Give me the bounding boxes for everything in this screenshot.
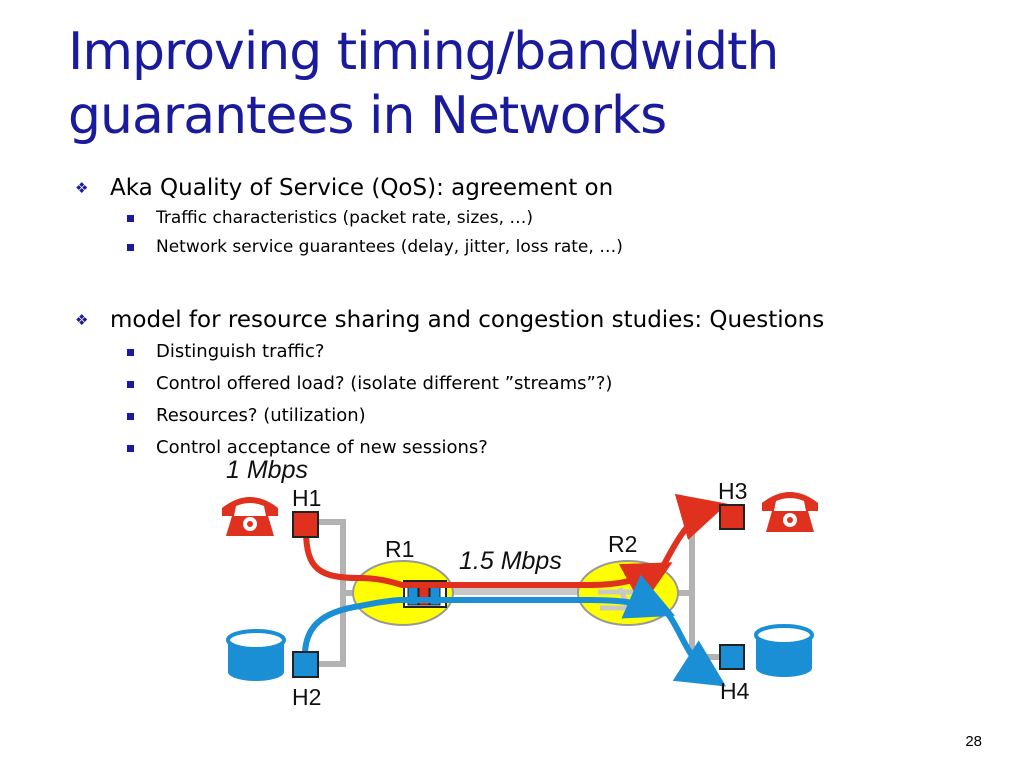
host-h2-label: H2	[292, 684, 321, 710]
subbullet: Network service guarantees (delay, jitte…	[72, 233, 972, 262]
square-bullet-icon	[127, 215, 134, 222]
title-line-2: guarantees in Networks	[68, 86, 667, 146]
access-wire-left	[318, 519, 346, 667]
square-bullet-icon	[127, 381, 134, 388]
router-r1-label: R1	[385, 536, 414, 562]
square-bullet-icon	[127, 445, 134, 452]
host-h1	[292, 511, 319, 538]
subbullet-text: Control acceptance of new sessions?	[156, 437, 488, 458]
bullet-list: ❖ Aka Quality of Service (QoS): agreemen…	[72, 172, 972, 464]
diamond-bullet-icon: ❖	[75, 311, 89, 329]
title-line-1: Improving timing/bandwidth	[68, 22, 779, 82]
subbullet-text: Network service guarantees (delay, jitte…	[156, 237, 623, 257]
red-flow-to-h3	[659, 493, 728, 570]
bullet-model: ❖ model for resource sharing and congest…	[72, 304, 972, 336]
square-bullet-icon	[127, 244, 134, 251]
link-rate-label: 1.5 Mbps	[459, 547, 562, 575]
page-number: 28	[965, 733, 982, 750]
square-bullet-icon	[127, 413, 134, 420]
host-h2	[292, 651, 319, 678]
telephone-icon	[762, 492, 818, 532]
subbullet-text: Distinguish traffic?	[156, 341, 325, 362]
access-rate-label: 1 Mbps	[226, 456, 308, 484]
bullet-qos: ❖ Aka Quality of Service (QoS): agreemen…	[72, 172, 972, 204]
database-icon	[226, 629, 286, 681]
access-wire-right	[689, 514, 720, 660]
blue-flow	[302, 574, 675, 654]
slide-title: Improving timing/bandwidth guarantees in…	[68, 20, 968, 148]
subbullet: Resources? (utilization)	[72, 400, 972, 432]
bullet-model-text: model for resource sharing and congestio…	[110, 307, 825, 333]
host-h4-label: H4	[720, 678, 750, 704]
database-icon	[754, 624, 814, 677]
subbullet: Control acceptance of new sessions?	[72, 432, 972, 464]
router-r2-label: R2	[608, 531, 637, 557]
subbullet-text: Traffic characteristics (packet rate, si…	[156, 208, 534, 228]
blue-flow-to-h4	[665, 612, 727, 687]
subbullet: Distinguish traffic?	[72, 336, 972, 368]
subbullet-text: Control offered load? (isolate different…	[156, 373, 613, 394]
host-h3	[719, 504, 745, 530]
telephone-icon	[222, 497, 278, 536]
bullet-qos-text: Aka Quality of Service (QoS): agreement …	[110, 175, 614, 201]
subbullet-text: Resources? (utilization)	[156, 405, 366, 426]
subbullet: Traffic characteristics (packet rate, si…	[72, 204, 972, 233]
host-h4	[719, 644, 745, 670]
host-h1-label: H1	[292, 485, 321, 511]
square-bullet-icon	[127, 349, 134, 356]
diamond-bullet-icon: ❖	[75, 179, 89, 197]
host-h3-label: H3	[718, 478, 747, 504]
subbullet: Control offered load? (isolate different…	[72, 368, 972, 400]
